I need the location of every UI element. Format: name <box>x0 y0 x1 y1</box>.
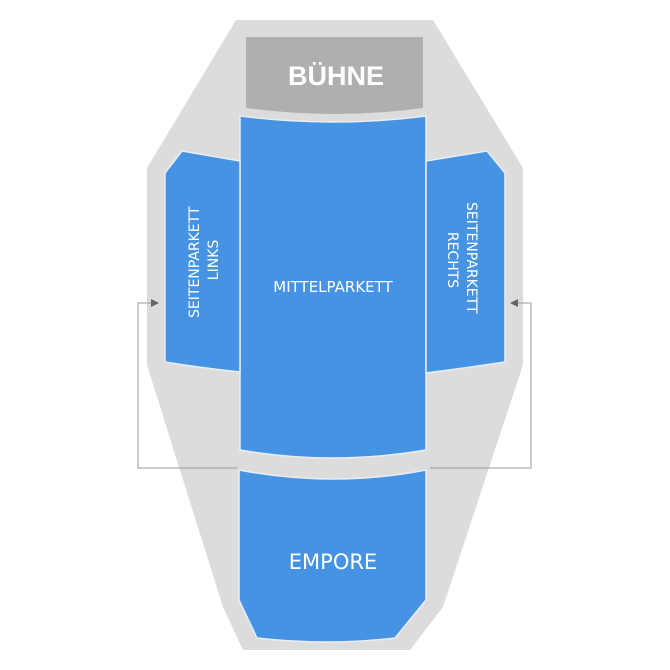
label-line: SEITENPARKETT <box>463 202 479 314</box>
section-seitenparkett-rechts-label: SEITENPARKETT RECHTS <box>444 202 479 318</box>
section-seitenparkett-links-label: SEITENPARKETT LINKS <box>187 202 222 318</box>
connector-left <box>137 299 237 469</box>
stage-label: BÜHNE <box>288 61 384 91</box>
connector-right <box>430 299 532 469</box>
section-empore[interactable] <box>238 469 427 643</box>
section-seitenparkett-links[interactable] <box>164 150 241 373</box>
label-line: RECHTS <box>444 232 460 288</box>
label-line: SEITENPARKETT <box>187 206 203 318</box>
section-empore-label: EMPORE <box>289 550 377 574</box>
section-seitenparkett-rechts[interactable] <box>425 150 506 374</box>
section-mittelparkett[interactable] <box>239 115 427 459</box>
section-mittelparkett-label: MITTELPARKETT <box>273 278 393 296</box>
label-line: LINKS <box>206 240 222 281</box>
stage <box>246 37 423 114</box>
